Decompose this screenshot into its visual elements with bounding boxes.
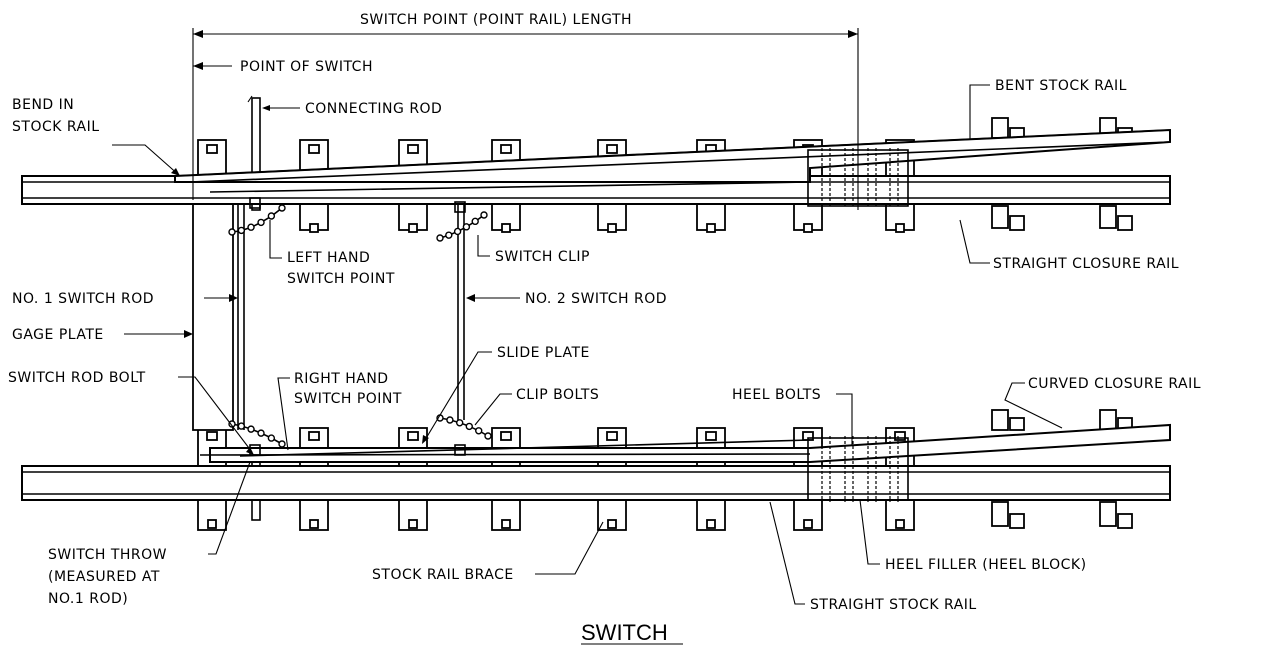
tie-plate: [991, 117, 1025, 529]
label-bent-stock-rail: BENT STOCK RAIL: [995, 78, 1127, 94]
clip-bolt: [257, 218, 265, 227]
label-point-of-switch: POINT OF SWITCH: [240, 59, 373, 75]
heel-joint-bottom: [807, 436, 909, 502]
label-right-hand-switch-point-line1: RIGHT HAND: [294, 371, 389, 387]
clip-bolt: [237, 422, 246, 430]
clip-bolt: [480, 211, 488, 219]
clip-bolt: [267, 434, 276, 442]
bent-stock-rail: [174, 128, 1171, 183]
clip-bolt: [453, 227, 462, 236]
label-switch-point-length: SWITCH POINT (POINT RAIL) LENGTH: [360, 12, 632, 28]
clip-bolt: [445, 231, 453, 239]
clip-bolt: [278, 440, 286, 448]
bottom-stock-rail: [21, 465, 1171, 501]
clip-bolt: [228, 420, 236, 428]
label-switch-clip: SWITCH CLIP: [495, 249, 590, 265]
label-bend-in-stock-rail-line2: STOCK RAIL: [12, 119, 100, 135]
label-gage-plate: GAGE PLATE: [12, 327, 104, 343]
heel-joint-top: [807, 148, 909, 208]
label-left-hand-switch-point-line1: LEFT HAND: [287, 250, 370, 266]
clip-bolt: [436, 234, 444, 242]
label-straight-stock-rail: STRAIGHT STOCK RAIL: [810, 597, 977, 613]
switch-clips: [228, 197, 492, 456]
label-connecting-rod: CONNECTING ROD: [305, 101, 442, 117]
diagram-title: SWITCH: [581, 620, 668, 645]
label-bend-in-stock-rail-line1: BEND IN: [12, 97, 74, 113]
label-switch-throw-line1: SWITCH THROW: [48, 547, 167, 563]
clip-bolt: [247, 223, 255, 231]
label-no1-switch-rod: NO. 1 SWITCH ROD: [12, 291, 154, 307]
label-slide-plate: SLIDE PLATE: [497, 345, 590, 361]
clip-bolt: [462, 223, 471, 231]
left-hand-switch-point: [209, 181, 811, 193]
clip-bolt: [257, 429, 265, 437]
clip-bolt: [465, 422, 473, 431]
no2-switch-rod: [457, 205, 465, 420]
tie-plate: [398, 139, 428, 233]
clip-bolt: [267, 212, 276, 220]
labels: SWITCH POINT (POINT RAIL) LENGTH POINT O…: [8, 12, 1201, 645]
curved-closure-rail: [199, 423, 1171, 463]
clip-bolt: [484, 432, 492, 440]
label-left-hand-switch-point-line2: SWITCH POINT: [287, 271, 395, 287]
label-straight-closure-rail: STRAIGHT CLOSURE RAIL: [993, 256, 1179, 272]
label-no2-switch-rod: NO. 2 SWITCH ROD: [525, 291, 667, 307]
clip-bolt: [471, 217, 479, 226]
clip-bolt: [237, 226, 246, 235]
label-switch-rod-bolt: SWITCH ROD BOLT: [8, 370, 146, 386]
label-stock-rail-brace: STOCK RAIL BRACE: [372, 567, 514, 583]
label-switch-throw-line2: (MEASURED AT: [48, 569, 160, 585]
label-right-hand-switch-point-line2: SWITCH POINT: [294, 391, 402, 407]
clip-bolt: [278, 204, 286, 212]
clip-bolt: [455, 419, 464, 427]
clip-bolt: [247, 425, 255, 433]
clip-bolt: [475, 427, 483, 435]
no1-switch-rod: [237, 205, 245, 430]
gage-plate: [192, 199, 234, 431]
dimension-lines: [112, 28, 1063, 605]
label-heel-filler: HEEL FILLER (HEEL BLOCK): [885, 557, 1087, 573]
label-clip-bolts: CLIP BOLTS: [516, 387, 599, 403]
clip-bolt: [446, 416, 454, 424]
label-heel-bolts: HEEL BOLTS: [732, 387, 821, 403]
label-curved-closure-rail: CURVED CLOSURE RAIL: [1028, 376, 1201, 392]
clip-bolt: [228, 228, 236, 236]
label-switch-throw-line3: NO.1 ROD): [48, 591, 128, 607]
